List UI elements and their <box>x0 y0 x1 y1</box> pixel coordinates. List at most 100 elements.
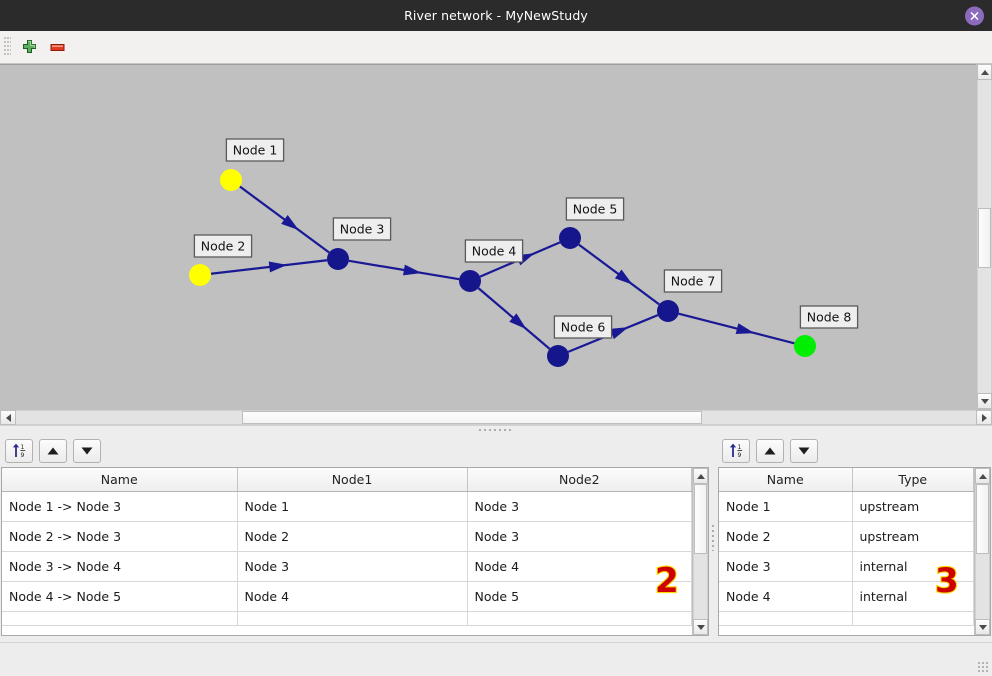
column-header-type[interactable]: Type <box>852 468 974 492</box>
nodes-sort-button[interactable]: 1 9 <box>722 438 750 463</box>
horizontal-scroll-track[interactable] <box>16 410 976 425</box>
scroll-right-button[interactable] <box>976 410 992 425</box>
add-node-button[interactable] <box>15 34 43 60</box>
graph-edges <box>210 185 795 353</box>
graph-edge[interactable] <box>678 312 795 345</box>
node-label-box[interactable] <box>663 269 723 293</box>
table-cell[interactable]: Node 4 <box>237 581 468 612</box>
column-header-node1[interactable]: Node1 <box>237 468 468 492</box>
table-cell[interactable]: Node 4 -> Node 5 <box>2 581 238 612</box>
edge-arrowhead <box>735 323 755 334</box>
table-cell[interactable] <box>237 611 468 626</box>
column-header-name[interactable]: Name <box>2 468 238 492</box>
table-cell[interactable]: Node 4 <box>467 551 693 582</box>
reaches-move-up-button[interactable] <box>39 438 67 463</box>
graph-vertical-scrollbar[interactable] <box>976 64 992 409</box>
node-label-box[interactable] <box>193 234 253 258</box>
node-label-box[interactable] <box>565 197 625 221</box>
reaches-scroll-track[interactable] <box>693 484 708 619</box>
column-header-name[interactable]: Name <box>719 468 853 492</box>
nodes-scroll-up-button[interactable] <box>975 468 990 484</box>
close-icon[interactable] <box>965 6 984 25</box>
table-cell[interactable] <box>719 611 853 626</box>
table-cell[interactable]: Node 1 <box>719 491 853 522</box>
nodes-scroll-thumb[interactable] <box>976 484 989 555</box>
remove-node-button[interactable] <box>43 34 71 60</box>
reaches-sort-button[interactable]: 1 9 <box>5 438 33 463</box>
scroll-down-button[interactable] <box>977 393 992 409</box>
sort-arrow-icon: 1 9 <box>12 443 26 459</box>
table-cell[interactable]: Node 3 <box>467 521 693 552</box>
scroll-up-button[interactable] <box>977 64 992 80</box>
scroll-left-button[interactable] <box>0 410 16 425</box>
window-resize-grip[interactable] <box>978 662 990 674</box>
table-cell[interactable]: Node 4 <box>719 581 853 612</box>
reaches-scroll-down-button[interactable] <box>693 619 708 635</box>
table-row-empty[interactable] <box>2 611 693 626</box>
reaches-move-down-button[interactable] <box>73 438 101 463</box>
node-label-box[interactable] <box>464 239 524 263</box>
graph-node-node-4[interactable] <box>459 270 481 292</box>
vertical-splitter[interactable] <box>710 434 717 642</box>
node-label-box[interactable] <box>553 315 613 339</box>
column-header-node2[interactable]: Node2 <box>467 468 693 492</box>
vertical-scroll-track[interactable] <box>977 80 992 393</box>
table-cell[interactable]: Node 5 <box>467 581 693 612</box>
graph-node-node-7[interactable] <box>657 300 679 322</box>
nodes-vertical-scrollbar[interactable] <box>974 468 990 635</box>
graph-node-node-8[interactable] <box>794 335 816 357</box>
table-cell[interactable]: Node 1 -> Node 3 <box>2 491 238 522</box>
table-cell[interactable]: internal <box>852 551 974 582</box>
table-cell[interactable]: upstream <box>852 521 974 552</box>
reaches-vertical-scrollbar[interactable] <box>692 468 708 635</box>
table-cell[interactable]: internal <box>852 581 974 612</box>
table-cell[interactable]: Node 2 <box>719 521 853 552</box>
graph-horizontal-scrollbar[interactable] <box>0 409 992 425</box>
horizontal-scroll-thumb[interactable] <box>241 411 703 424</box>
node-label-box[interactable] <box>225 138 285 162</box>
nodes-move-down-button[interactable] <box>790 438 818 463</box>
table-cell[interactable]: Node 2 -> Node 3 <box>2 521 238 552</box>
nodes-scroll-track[interactable] <box>975 484 990 619</box>
graph-node-node-6[interactable] <box>547 345 569 367</box>
table-cell[interactable]: upstream <box>852 491 974 522</box>
node-label-box[interactable] <box>332 217 392 241</box>
table-cell[interactable]: Node 1 <box>237 491 468 522</box>
reaches-scroll-thumb[interactable] <box>694 484 708 555</box>
graph-node-node-3[interactable] <box>327 248 349 270</box>
node-label-box[interactable] <box>799 305 859 329</box>
graph-node-node-5[interactable] <box>559 227 581 249</box>
nodes-move-up-button[interactable] <box>756 438 784 463</box>
table-cell[interactable]: Node 2 <box>237 521 468 552</box>
table-cell[interactable] <box>2 611 238 626</box>
table-cell[interactable] <box>467 611 693 626</box>
table-row-empty[interactable] <box>719 611 974 626</box>
nodes-scroll-down-button[interactable] <box>975 619 990 635</box>
edge-arrowhead <box>609 327 629 340</box>
table-cell[interactable] <box>852 611 974 626</box>
table-cell[interactable]: Node 3 <box>719 551 853 582</box>
table-cell[interactable]: Node 3 <box>237 551 468 582</box>
graph-node-node-1[interactable] <box>220 169 242 191</box>
graph-edge[interactable] <box>210 259 328 275</box>
reaches-scroll-up-button[interactable] <box>693 468 708 484</box>
table-cell[interactable]: Node 3 <box>467 491 693 522</box>
toolbar-drag-handle[interactable] <box>4 37 11 57</box>
vertical-scroll-thumb[interactable] <box>978 208 991 268</box>
horizontal-splitter[interactable] <box>0 425 992 434</box>
graph-node-node-2[interactable] <box>189 264 211 286</box>
table-cell[interactable]: Node 3 -> Node 4 <box>2 551 238 582</box>
